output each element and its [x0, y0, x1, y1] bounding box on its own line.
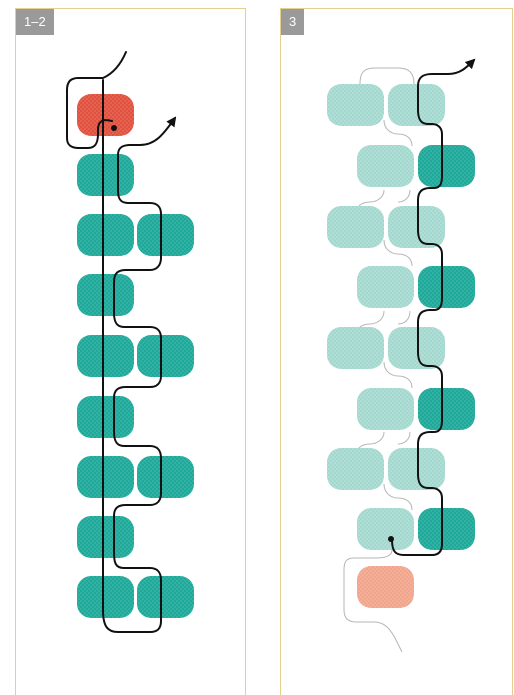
bead	[418, 388, 475, 430]
bead-light	[388, 206, 445, 248]
right-beads	[327, 84, 475, 608]
bead-light	[388, 84, 445, 126]
bead	[77, 154, 134, 196]
bead	[77, 335, 134, 377]
bead	[77, 274, 134, 316]
bead-salmon	[357, 566, 414, 608]
thread-knot	[111, 125, 117, 131]
bead-light	[357, 388, 414, 430]
left-thread	[66, 51, 177, 633]
bead-light	[327, 448, 384, 490]
bead-light	[357, 508, 414, 550]
bead-light	[357, 145, 414, 187]
bead-light	[327, 327, 384, 369]
bead	[77, 576, 134, 618]
bead	[77, 516, 134, 558]
bead-light	[327, 206, 384, 248]
bead	[77, 396, 134, 438]
step-label: 1–2	[16, 9, 54, 35]
step-label: 3	[281, 9, 305, 35]
bead	[418, 145, 475, 187]
bead	[77, 214, 134, 256]
bead-light	[357, 266, 414, 308]
bead	[77, 456, 134, 498]
right-thread	[391, 58, 476, 556]
bead	[418, 508, 475, 550]
thread-knot	[388, 536, 394, 542]
bead-red	[77, 94, 134, 136]
left-beads	[77, 94, 194, 618]
bead-light	[327, 84, 384, 126]
bead	[137, 214, 194, 256]
right-ghost-thread	[343, 67, 415, 653]
bead-light	[388, 327, 445, 369]
bead	[137, 456, 194, 498]
bead	[137, 576, 194, 618]
bead-light	[388, 448, 445, 490]
bead	[418, 266, 475, 308]
bead	[137, 335, 194, 377]
